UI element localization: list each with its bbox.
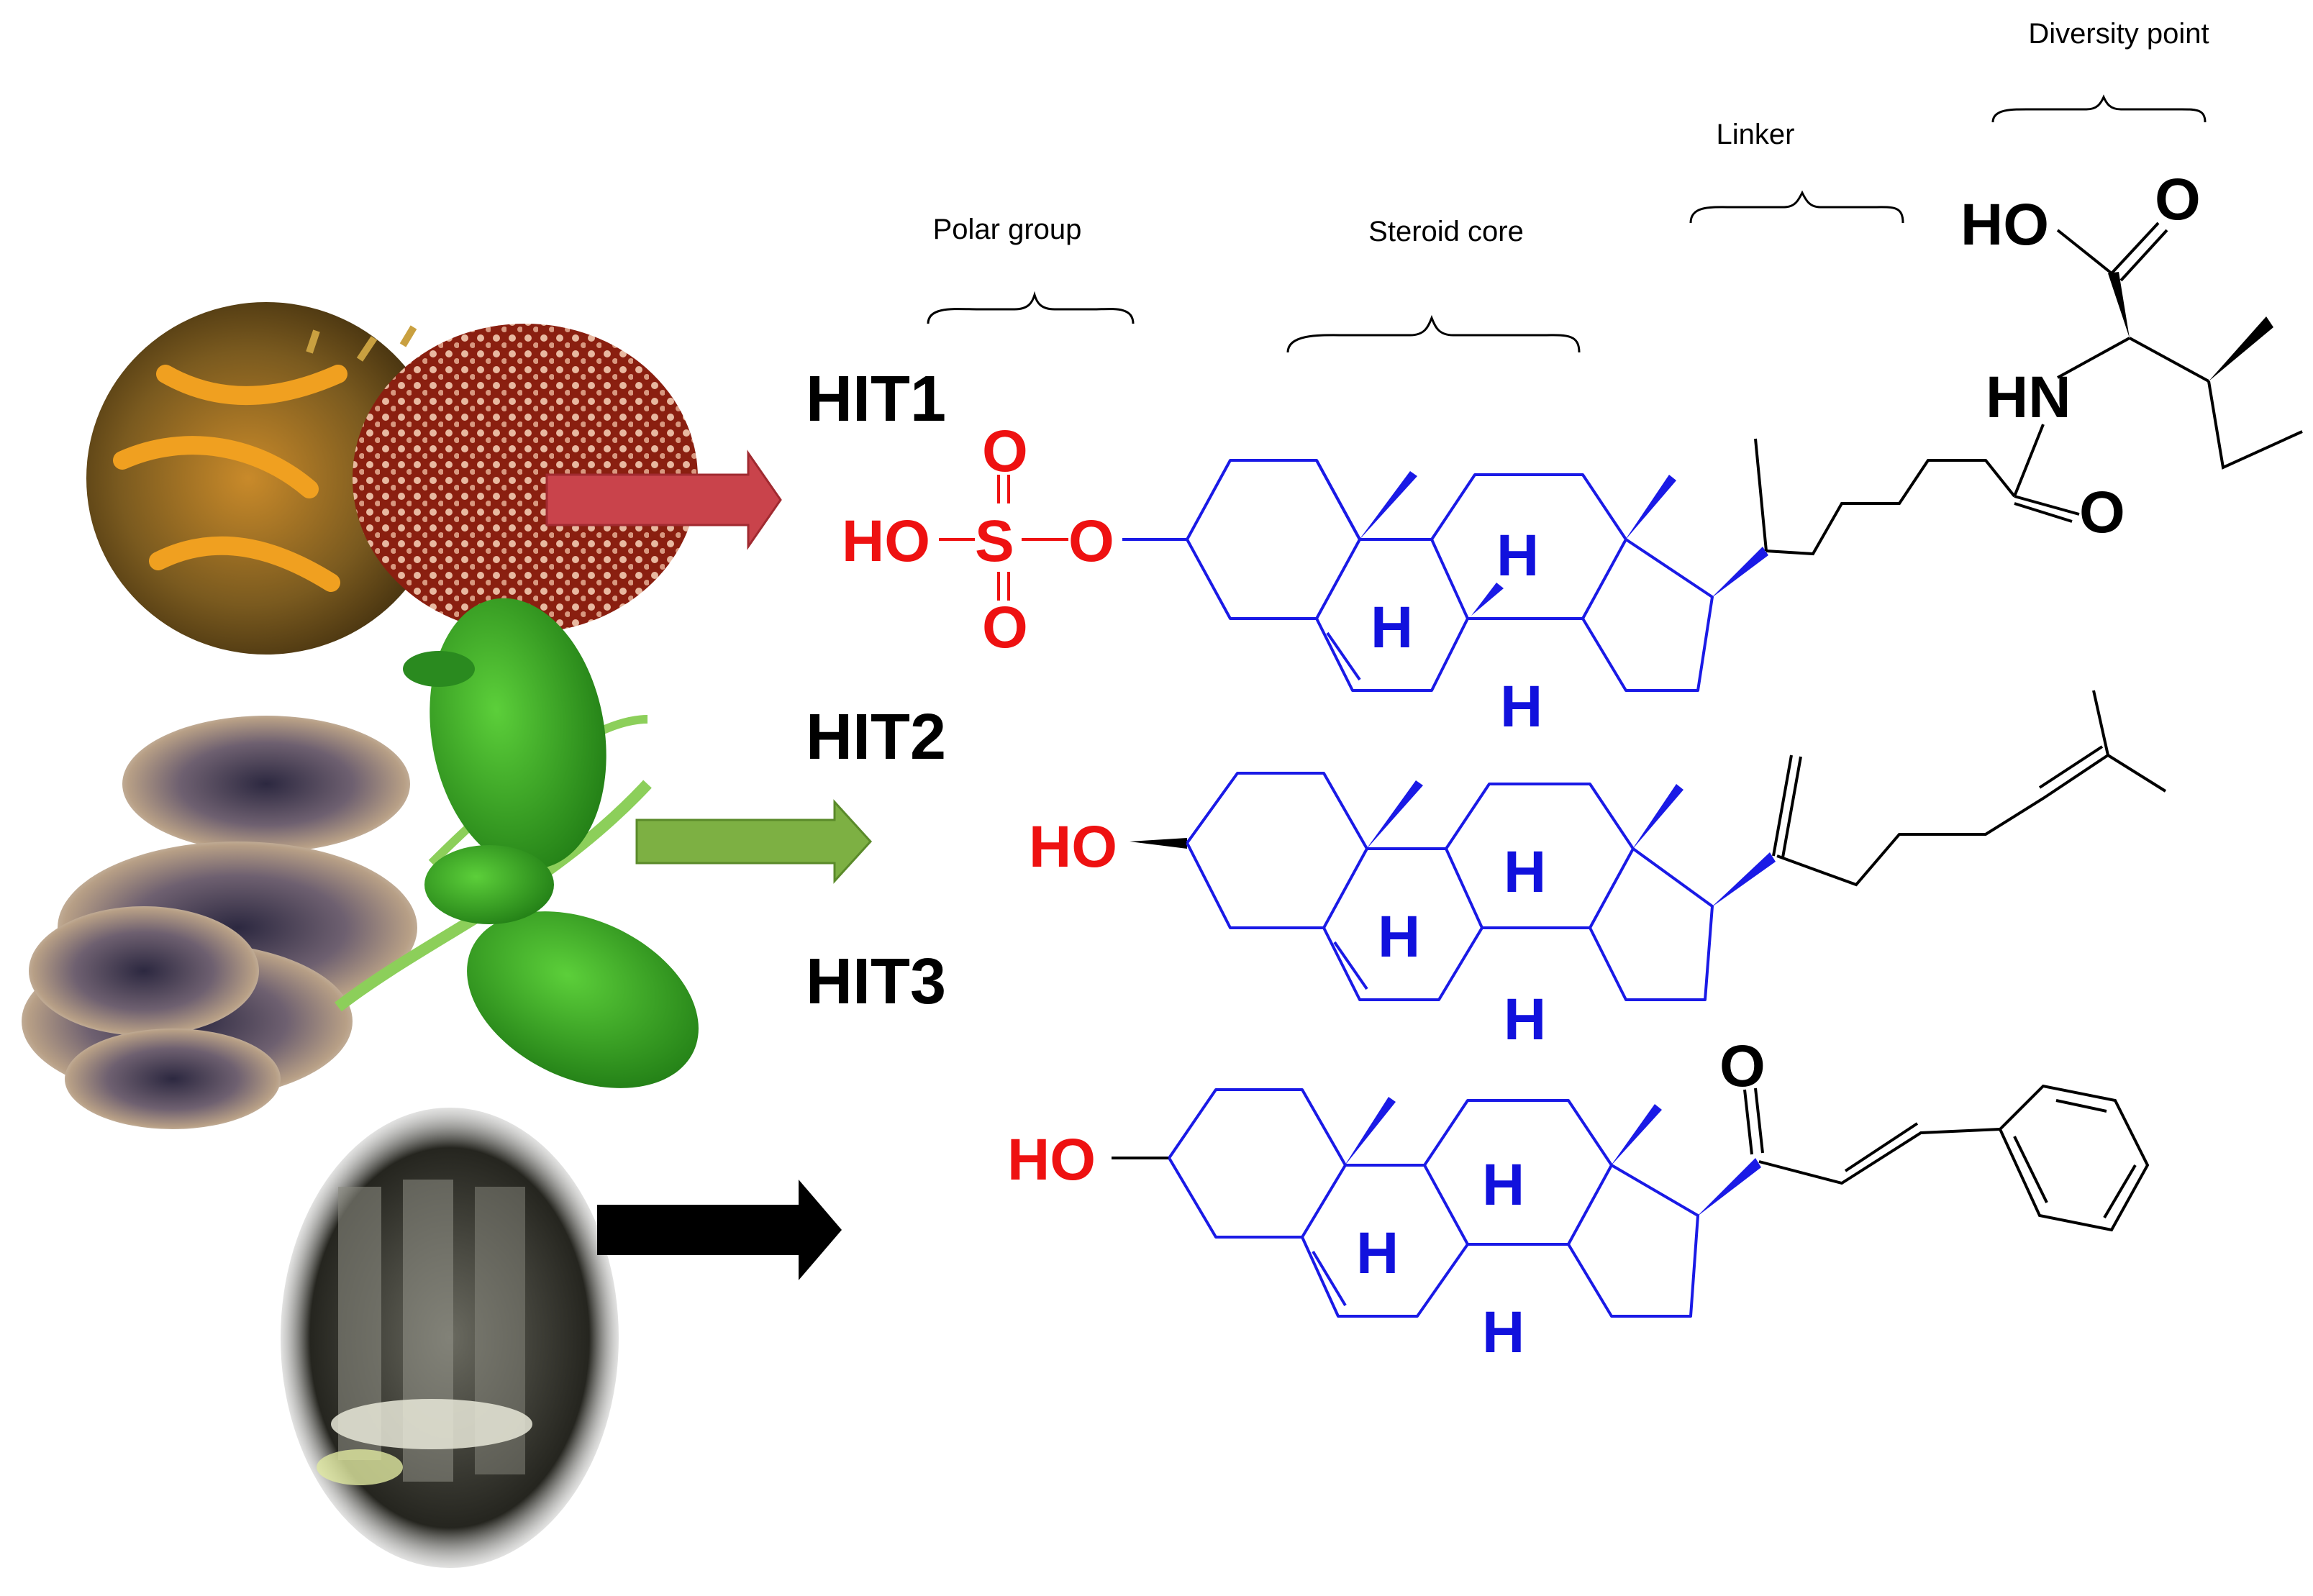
hit3-ketone-o-atom: O bbox=[1719, 1034, 1766, 1099]
hit2-arrow bbox=[635, 799, 873, 884]
hit2-side-chain bbox=[1772, 690, 2167, 887]
hit3-h-14-atom: H bbox=[1482, 1300, 1524, 1365]
hit2-label: HIT2 bbox=[806, 701, 946, 773]
hit3-structure: HO H H H O bbox=[1007, 1034, 2150, 1365]
diversity-point-brace bbox=[1991, 94, 2207, 123]
diversity-point-label: Diversity point bbox=[2028, 18, 2209, 50]
hit1-h-9-atom: H bbox=[1371, 595, 1413, 660]
hit3-arrow bbox=[597, 1180, 842, 1280]
hit1-sulfate-group: HO S O O O bbox=[842, 419, 1114, 660]
fungus-illustration bbox=[22, 716, 417, 1129]
polar-group-label: Polar group bbox=[933, 214, 1082, 245]
plant-illustration bbox=[335, 598, 699, 1088]
hit2-ho-atom: HO bbox=[1029, 814, 1117, 880]
hit1-label: HIT1 bbox=[806, 363, 946, 435]
hit1-arrow bbox=[545, 450, 782, 550]
steroid-core-brace bbox=[1286, 314, 1581, 353]
hit2-h-9-atom: H bbox=[1378, 904, 1420, 970]
hit2-steroid-core: H H H bbox=[1186, 772, 1776, 1052]
hit3-label: HIT3 bbox=[806, 946, 946, 1018]
hit3-steroid-core: H H H bbox=[1168, 1088, 1761, 1365]
hit1-s-atom: S bbox=[975, 509, 1014, 574]
polar-group-brace bbox=[927, 291, 1135, 324]
hit3-ho-atom: HO bbox=[1007, 1127, 1096, 1193]
hit1-steroid-core: H H H bbox=[1122, 459, 1768, 739]
hit1-ho-atom: HO bbox=[842, 509, 930, 574]
hit1-hn-atom: HN bbox=[1986, 365, 2071, 430]
hit1-acid-ho-atom: HO bbox=[1960, 192, 2049, 257]
linker-brace bbox=[1689, 190, 1904, 224]
laboratory-photo bbox=[281, 1108, 619, 1568]
linker-label: Linker bbox=[1717, 119, 1795, 150]
hit2-h-8-atom: H bbox=[1504, 839, 1546, 905]
steroid-core-label: Steroid core bbox=[1368, 216, 1524, 247]
hit1-o-ester-atom: O bbox=[1068, 509, 1114, 574]
hit1-amide-o-atom: O bbox=[2079, 480, 2125, 545]
insect-illustration bbox=[86, 302, 698, 655]
hit1-side-chain: O HN HO O bbox=[1754, 167, 2303, 556]
hit3-h-8-atom: H bbox=[1482, 1152, 1524, 1218]
hit1-acid-o-atom: O bbox=[2155, 167, 2201, 232]
hit1-h-8-atom: H bbox=[1496, 523, 1539, 588]
hit1-h-14-atom: H bbox=[1500, 674, 1542, 739]
hit1-o-top-atom: O bbox=[982, 419, 1028, 484]
hit2-h-14-atom: H bbox=[1504, 987, 1546, 1052]
hit1-o-bottom-atom: O bbox=[982, 595, 1028, 660]
hit3-side-chain: O bbox=[1719, 1034, 2150, 1232]
hit2-structure: HO H H H bbox=[1029, 690, 2167, 1052]
hit3-h-9-atom: H bbox=[1356, 1221, 1399, 1286]
hit1-structure: HO S O O O H H H bbox=[842, 167, 2303, 739]
